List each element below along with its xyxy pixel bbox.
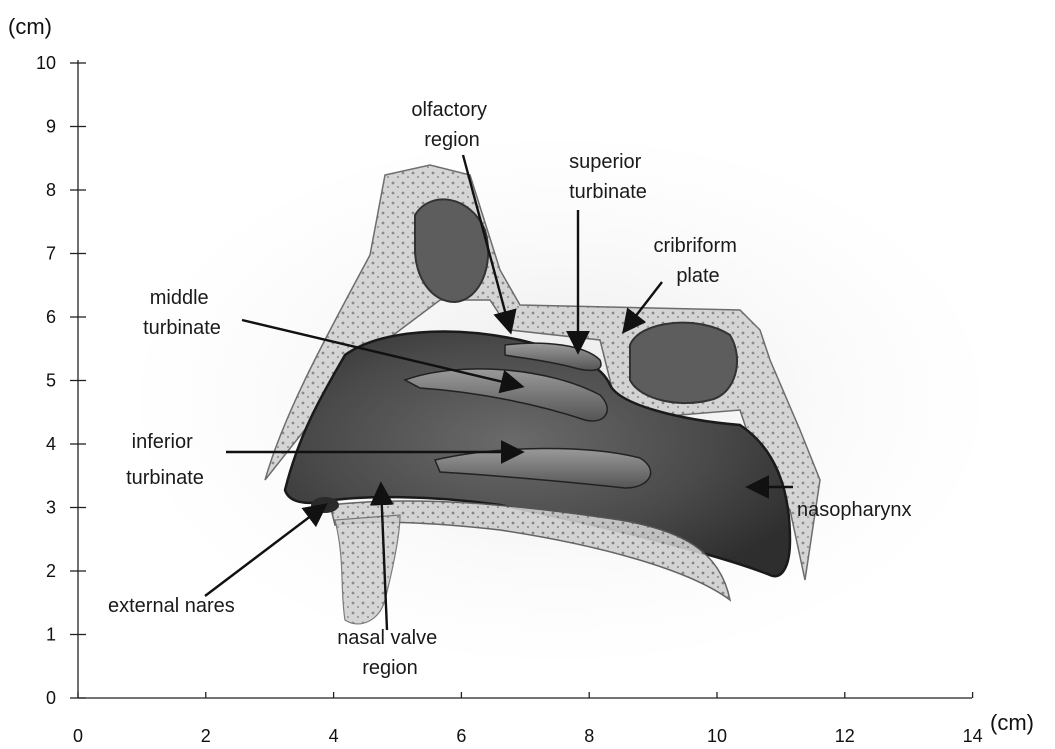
y-tick-label: 2 (46, 561, 56, 581)
x-tick-label: 10 (707, 726, 727, 746)
nasopharynx-label: nasopharynx (797, 499, 912, 521)
sphenoid-sinus (630, 323, 737, 403)
nostril-opening (311, 497, 339, 513)
y-tick-label: 0 (46, 688, 56, 708)
y-tick-label: 4 (46, 434, 56, 454)
y-tick-label: 6 (46, 307, 56, 327)
olfactory-region-label: olfactory region (411, 99, 492, 151)
y-tick-label: 1 (46, 625, 56, 645)
y-tick-label: 10 (36, 53, 56, 73)
nasal-anatomy-illustration (140, 140, 980, 660)
x-unit-label: (cm) (990, 710, 1034, 735)
x-tick-label: 6 (456, 726, 466, 746)
x-tick-label: 4 (329, 726, 339, 746)
x-tick-label: 2 (201, 726, 211, 746)
y-unit-label: (cm) (8, 14, 52, 39)
y-tick-label: 9 (46, 117, 56, 137)
x-ticks: 0 2 4 6 8 10 12 14 (73, 692, 983, 746)
y-tick-label: 3 (46, 498, 56, 518)
y-tick-label: 5 (46, 371, 56, 391)
x-tick-label: 12 (835, 726, 855, 746)
external-nares-label: external nares (108, 595, 235, 617)
y-tick-label: 8 (46, 180, 56, 200)
y-tick-label: 7 (46, 244, 56, 264)
nasal-valve-region-label: nasal valve region (337, 627, 443, 679)
x-tick-label: 14 (963, 726, 983, 746)
x-tick-label: 0 (73, 726, 83, 746)
x-tick-label: 8 (584, 726, 594, 746)
